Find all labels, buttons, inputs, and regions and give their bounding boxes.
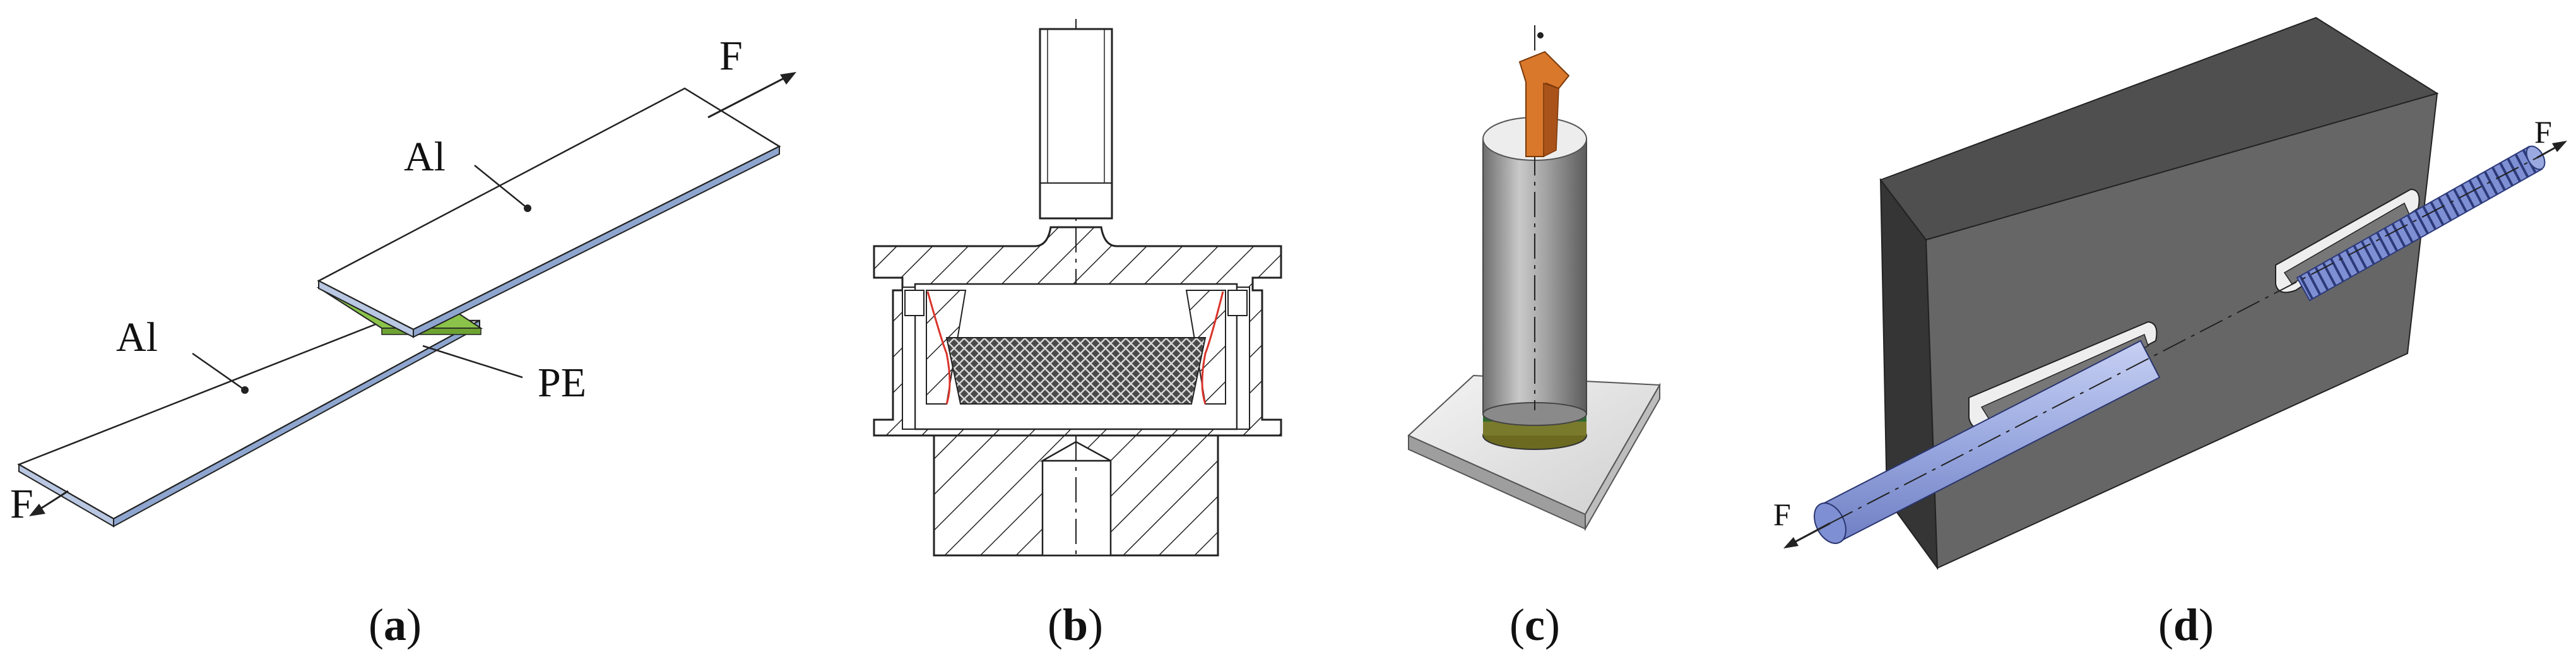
label-adhesive: PE bbox=[538, 360, 586, 406]
panel-a: F Al Al PE F (a) bbox=[10, 33, 796, 650]
caption-b: (b) bbox=[1048, 600, 1103, 650]
caption-a: (a) bbox=[369, 600, 422, 650]
force-arrow-bottom bbox=[29, 490, 69, 516]
label-force-left: F bbox=[1773, 497, 1791, 532]
leader-top-plate bbox=[474, 165, 528, 209]
panel-b: (b) bbox=[873, 19, 1282, 650]
label-force-right: F bbox=[2534, 114, 2552, 150]
panel-d: F F (d) bbox=[1773, 16, 2567, 650]
leader-dot-bottom-plate bbox=[241, 386, 249, 394]
bottom-aluminum-plate bbox=[17, 319, 480, 528]
specimen-crosshatch bbox=[945, 337, 1207, 405]
red-profile-left bbox=[926, 291, 951, 405]
loading-tool bbox=[1518, 50, 1570, 158]
label-bottom-plate: Al bbox=[116, 314, 158, 360]
leader-bottom-plate bbox=[192, 352, 245, 391]
force-arrow-top bbox=[707, 72, 796, 119]
threaded-stem bbox=[1039, 28, 1113, 220]
leader-adhesive bbox=[422, 345, 523, 379]
rod-axis bbox=[1829, 157, 2538, 524]
label-top-plate: Al bbox=[404, 134, 446, 180]
force-arrow-left bbox=[1783, 522, 1831, 548]
label-force-top: F bbox=[719, 33, 743, 79]
force-arrow-right bbox=[2536, 141, 2567, 159]
leader-dot-top-plate bbox=[524, 204, 531, 212]
gray-block bbox=[1879, 16, 2439, 571]
red-profile-right bbox=[1201, 291, 1224, 405]
caption-c: (c) bbox=[1510, 600, 1560, 650]
top-aluminum-plate bbox=[317, 87, 781, 338]
panel-c: (c) bbox=[1407, 25, 1661, 650]
label-force-bottom: F bbox=[10, 481, 33, 527]
caption-d: (d) bbox=[2158, 600, 2214, 650]
